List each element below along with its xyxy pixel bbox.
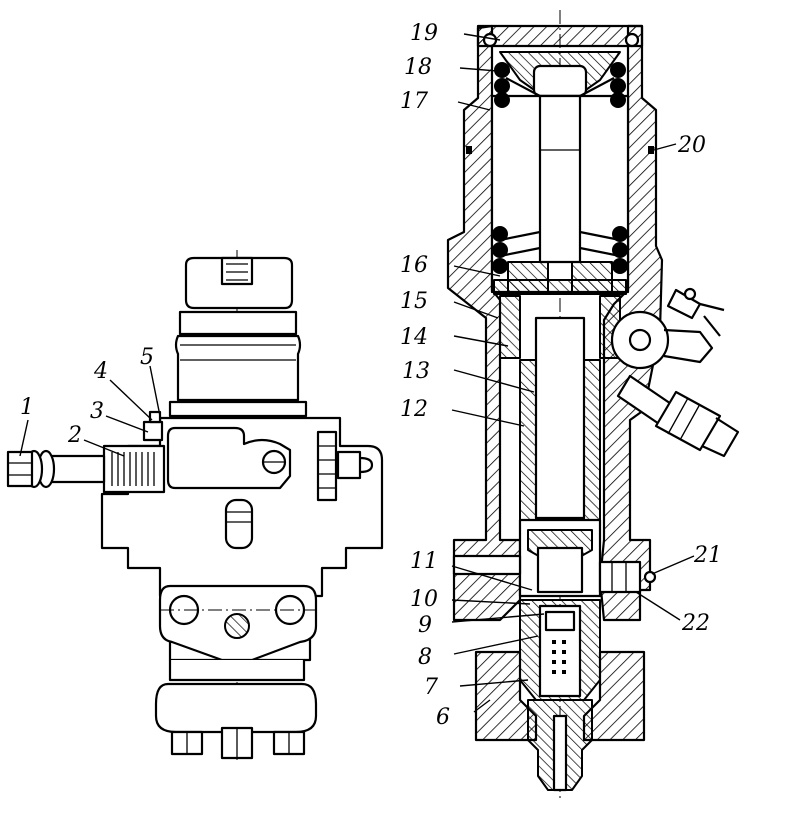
label-2: 2 — [67, 423, 82, 448]
plunger-head — [532, 64, 588, 98]
label-18: 18 — [404, 55, 432, 80]
sleeve-left — [499, 295, 521, 359]
body-window — [166, 426, 292, 490]
rod-housing — [102, 444, 166, 494]
label-7: 7 — [424, 675, 438, 700]
label-21: 21 — [693, 543, 722, 568]
label-14: 14 — [400, 325, 428, 350]
plunger-rod — [538, 94, 582, 264]
right-nut — [336, 450, 362, 480]
part-labels: 1 2 3 4 5 6 7 8 9 10 11 12 13 14 15 16 1… — [20, 21, 722, 730]
label-15: 15 — [400, 289, 428, 314]
label-6: 6 — [436, 705, 450, 730]
side-plug — [598, 560, 642, 594]
label-11: 11 — [410, 549, 438, 574]
adjust-screw — [148, 410, 162, 424]
cap-ball-right — [624, 32, 640, 48]
side-port-left — [452, 554, 522, 576]
label-22: 22 — [681, 611, 710, 636]
exterior-view — [6, 250, 384, 760]
valve-ball — [544, 610, 576, 632]
label-12: 12 — [400, 397, 428, 422]
valve-body — [536, 546, 584, 594]
label-17: 17 — [400, 89, 428, 114]
roller-pin — [628, 328, 652, 352]
spring-housing — [174, 334, 302, 402]
rod-nut — [6, 450, 34, 488]
valve-spring — [552, 640, 566, 674]
lower-body — [168, 660, 306, 682]
label-3: 3 — [90, 399, 104, 424]
top-cap — [476, 24, 644, 48]
flange-center-bolt — [224, 613, 250, 639]
inlet-fitting — [616, 374, 740, 458]
label-20: 20 — [677, 133, 706, 158]
label-19: 19 — [410, 21, 438, 46]
leader-lines — [19, 33, 695, 713]
body-left-wall — [446, 24, 522, 622]
cap-ball-left — [482, 32, 498, 48]
label-5: 5 — [140, 345, 154, 370]
label-10: 10 — [410, 587, 438, 612]
section-view — [446, 10, 740, 800]
label-9: 9 — [418, 613, 432, 638]
label-4: 4 — [93, 359, 108, 384]
spring-coils — [492, 62, 628, 274]
label-13: 13 — [402, 359, 430, 384]
label-16: 16 — [400, 253, 428, 278]
body-shoulder — [168, 400, 308, 418]
label-1: 1 — [20, 395, 34, 420]
label-8: 8 — [418, 645, 432, 670]
right-plate — [316, 430, 338, 502]
collar-ring — [178, 310, 298, 336]
seal-right — [648, 146, 654, 154]
roller-plunger — [224, 498, 254, 550]
plunger — [534, 316, 586, 520]
base-block — [154, 682, 318, 734]
nozzle-bore — [552, 714, 568, 792]
seat-block-left — [507, 261, 549, 295]
seat-block-right — [571, 261, 613, 295]
seal-left — [466, 146, 472, 154]
